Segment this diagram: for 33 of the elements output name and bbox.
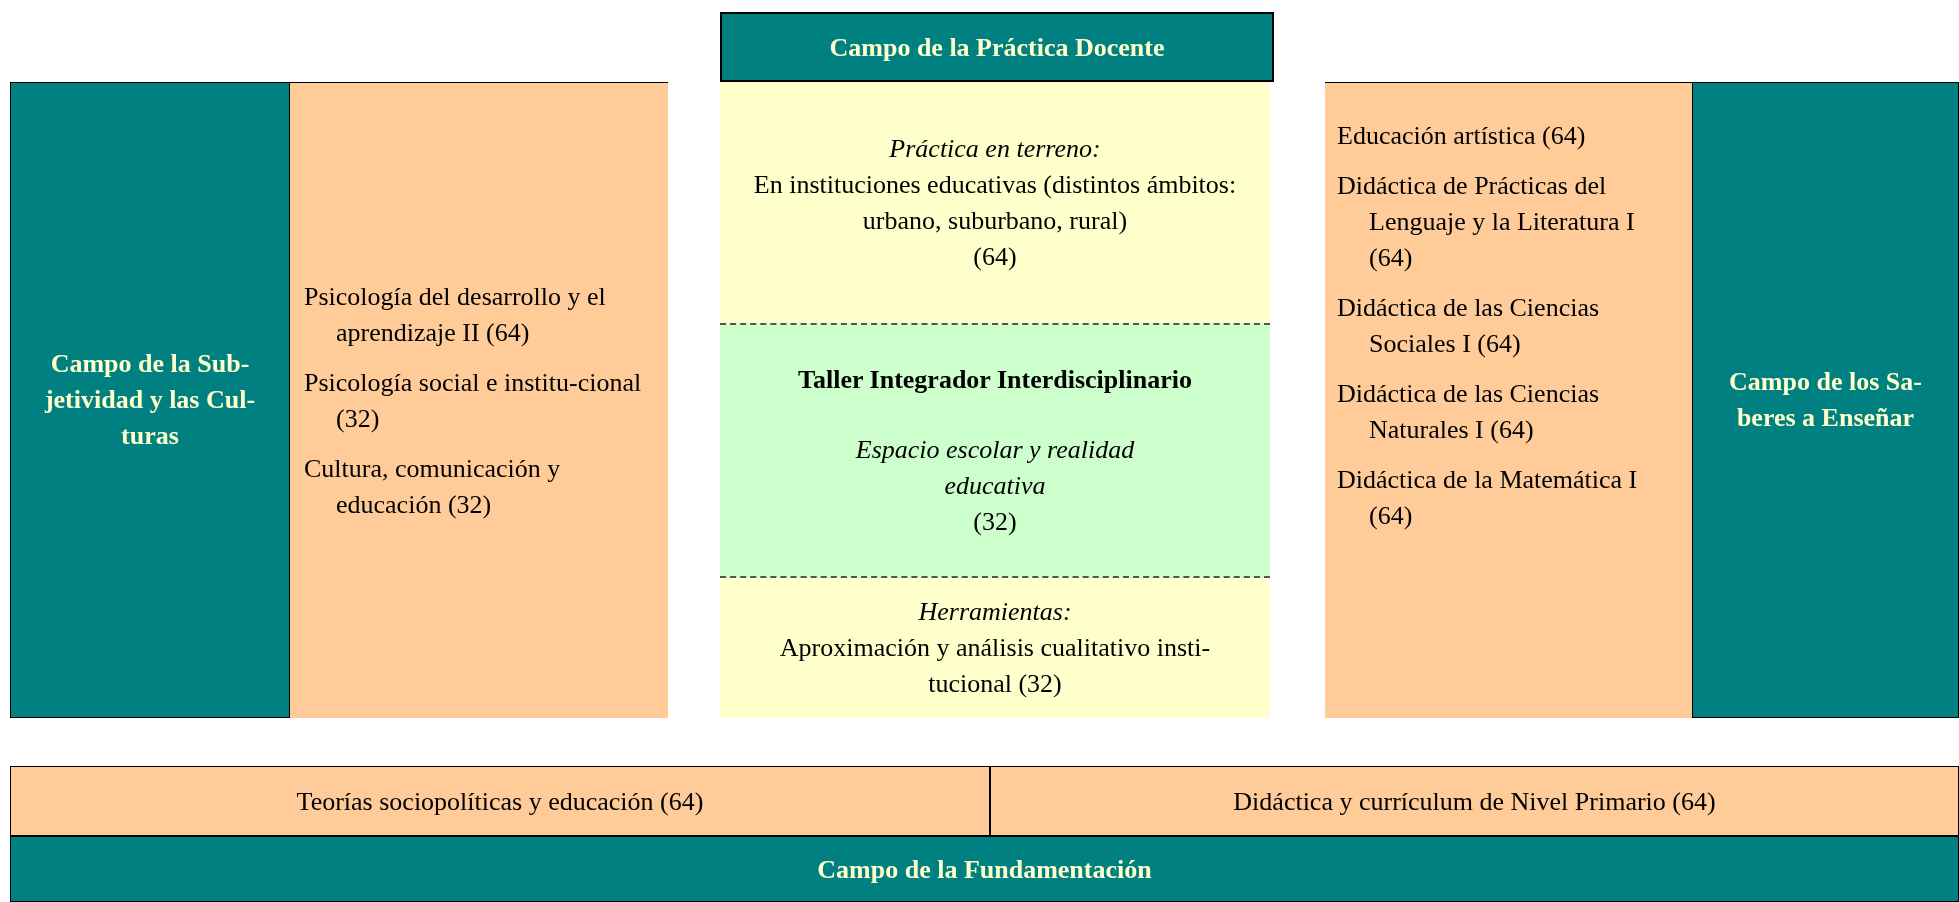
field-box <box>10 82 290 718</box>
header-box <box>720 12 1274 82</box>
subject-item: Educación artística (64) <box>1337 119 1587 152</box>
box-text: Didáctica y currículum de Nivel Primario (64) <box>1233 785 1716 818</box>
hours-text: (64) <box>973 240 1017 273</box>
subject-item: Cultura, comunicación y educación (32) <box>304 452 562 521</box>
field-box <box>10 836 1959 902</box>
subject-box <box>10 766 990 836</box>
hours-text: (32) <box>973 505 1017 538</box>
subject-box <box>990 766 1959 836</box>
subject-item: Didáctica de la Matemática I (64) <box>1337 463 1639 532</box>
box-subtitle: Herramientas: <box>918 596 1072 628</box>
subject-list-box <box>1325 82 1692 718</box>
box-title: Campo de la Sub-jetividad y las Cul-turas <box>43 348 257 452</box>
workshop-box <box>720 323 1270 578</box>
tools-box <box>720 578 1270 718</box>
box-title: Campo de la Práctica Docente <box>829 31 1165 64</box>
box-subtitle: Práctica en terreno: <box>889 132 1101 165</box>
box-title: Campo de los Sa-beres a Enseñar <box>1728 366 1923 434</box>
subject-item: Didáctica de las Ciencias Sociales I (64) <box>1337 291 1601 360</box>
practice-box <box>720 82 1270 323</box>
subject-item: Psicología del desarrollo y el aprendizaje II (64) <box>304 280 607 349</box>
subject-list-box <box>290 82 668 718</box>
box-title: Taller Integrador Interdisciplinario <box>798 363 1192 396</box>
box-title: Campo de la Fundamentación <box>817 853 1152 886</box>
box-text: Aproximación y análisis cualitativo insti-tucional (32) <box>778 632 1212 700</box>
subject-item: Psicología social e institu-cional (32) <box>304 366 643 435</box>
box-subtitle: Espacio escolar y realidad educativa <box>855 433 1135 502</box>
subject-item: Didáctica de las Ciencias Naturales I (64) <box>1337 377 1601 446</box>
field-box <box>1692 82 1959 718</box>
box-text: En instituciones educativas (distintos ámbitos: urbano, suburbano, rural) <box>752 168 1238 237</box>
subject-item: Didáctica de Prácticas del Lenguaje y la Literatura I (64) <box>1337 169 1636 274</box>
box-text: Teorías sociopolíticas y educación (64) <box>296 785 704 818</box>
